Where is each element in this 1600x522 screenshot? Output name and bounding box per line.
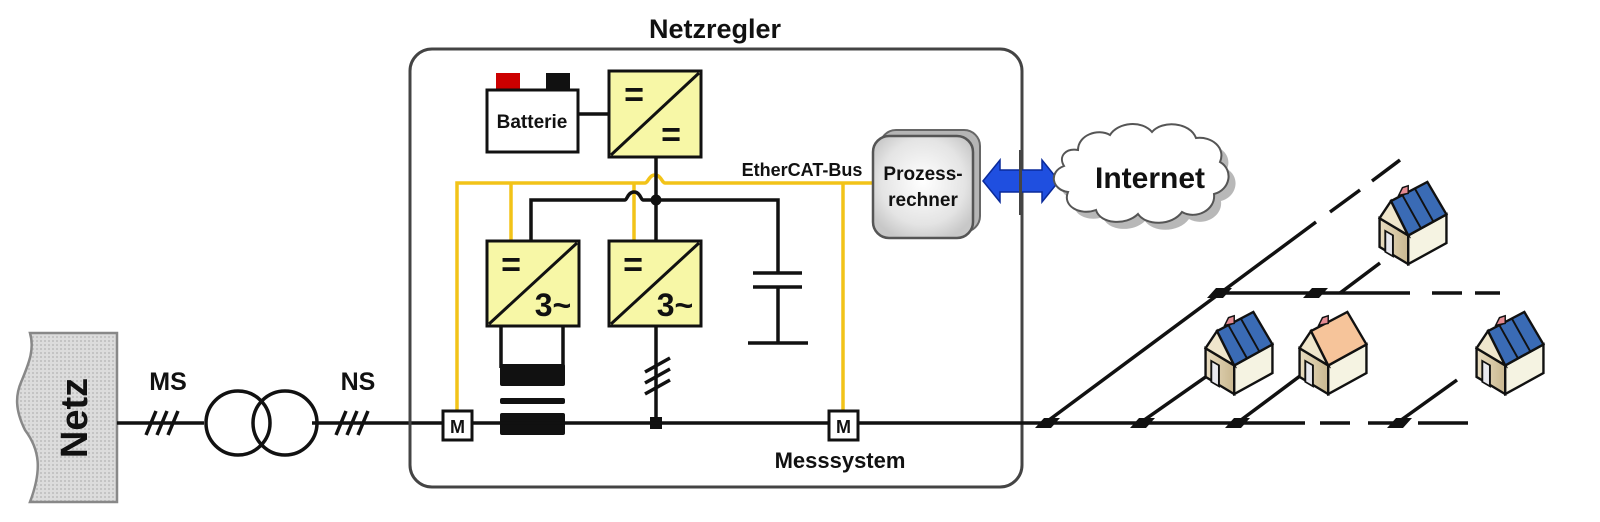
converter-dc-ac-2: = 3~ (607, 239, 703, 328)
distribution-network (1035, 158, 1500, 428)
house-top-right (1378, 180, 1448, 266)
line-filter-choke (499, 326, 565, 435)
converter-dc-dc-top: = (624, 76, 644, 114)
converter-dc-ac-2-top: = (623, 246, 643, 284)
converter-2-feed (644, 326, 671, 429)
meter-left: M (441, 409, 474, 442)
process-computer-line2: rechner (888, 190, 958, 211)
converter-dc-ac-1: = 3~ (485, 239, 581, 328)
dc-link (529, 157, 780, 272)
battery-plus-terminal (496, 73, 520, 90)
converter-dc-ac-2-bottom: 3~ (657, 287, 693, 323)
ms-label: MS (149, 368, 187, 396)
ns-label: NS (341, 368, 376, 396)
process-computer: Prozess- rechner (871, 129, 981, 240)
messsystem-label: Messsystem (775, 448, 906, 473)
process-computer-line1: Prozess- (883, 164, 962, 185)
grid-label: Netz (54, 378, 96, 458)
ethercat-label: EtherCAT-Bus (742, 160, 863, 180)
house-mid-center (1298, 310, 1368, 396)
netzregler-title: Netzregler (649, 14, 782, 44)
internet-cloud: Internet (1053, 123, 1236, 230)
internet-label: Internet (1095, 162, 1205, 195)
meter-right-label: M (836, 417, 851, 437)
battery-label: Batterie (497, 112, 568, 133)
transformer-symbol (204, 389, 319, 457)
capacitor-symbol (748, 271, 808, 345)
converter-dc-ac-1-bottom: 3~ (535, 287, 571, 323)
battery-minus-terminal (546, 73, 570, 90)
battery: Batterie (485, 73, 609, 154)
converter-dc-ac-1-top: = (501, 246, 521, 284)
grid-block: Netz (15, 331, 119, 504)
house-mid-left (1204, 310, 1274, 396)
meter-left-label: M (450, 417, 465, 437)
converter-dc-dc-bottom: = (661, 116, 681, 154)
meter-right: M (827, 409, 860, 442)
netzregler-frame (408, 47, 1024, 489)
converter-dc-dc: = = (607, 69, 703, 159)
feeder-line (117, 410, 440, 436)
house-right (1475, 310, 1545, 396)
